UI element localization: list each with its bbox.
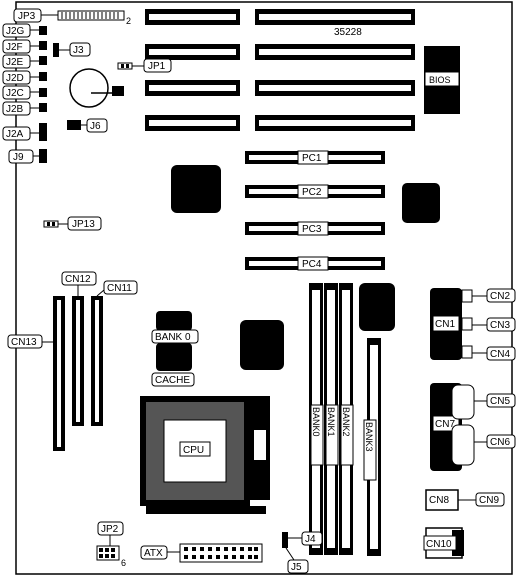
cn11-label: CN11 [107,283,132,294]
jp1-jumper [117,62,133,70]
isa-slots [145,9,415,131]
cn4-label: CN4 [490,349,510,360]
cache-chip-bottom [156,343,192,371]
j6-header [67,120,81,130]
left-jumper-column: J2G J2F J2E J2D J2C J2B J2A J9 [2,23,47,164]
svg-text:J9: J9 [13,152,24,163]
dimm-bank-3: BANK3 [363,338,381,556]
jp3-pins [61,12,119,19]
svg-text:J2E: J2E [6,57,24,68]
cn9-label: CN9 [479,495,499,506]
svg-text:J2G: J2G [6,26,25,37]
cn5-label: CN5 [490,396,510,407]
svg-text:PC3: PC3 [302,224,322,235]
cn7-label: CN7 [435,419,455,430]
jp3-pin-label: 2 [126,16,131,26]
j6-label: J6 [90,121,101,132]
amp-label: AMP [251,400,261,420]
board-outline [15,1,513,575]
chipset-chip-4 [240,320,284,370]
cache-label-box [151,372,195,387]
atx-connector [179,543,263,563]
dimm-bank-2: BANK2 [339,283,354,555]
svg-text:J2A: J2A [6,129,24,140]
jp13-label: JP13 [72,219,95,230]
chipset-chip-2 [402,183,440,223]
atx-label: ATX [144,548,163,559]
bank0-label: BANK 0 [155,332,191,343]
svg-text:J2B: J2B [6,104,24,115]
svg-text:BANK1: BANK1 [326,407,336,437]
svg-text:BANK2: BANK2 [341,407,351,437]
jp13-jumper [43,220,59,228]
jp2-pin-label: 6 [121,558,126,568]
bios-label: BIOS [429,75,451,85]
jp13-label-box [67,216,102,231]
svg-text:J2F: J2F [6,42,23,53]
dimm-bank-0: BANK0 [309,283,324,555]
j5-label-box [287,559,309,574]
jp2-label: JP2 [101,524,119,535]
board-id: 35228 [334,27,362,38]
jp1-label: JP1 [148,61,166,72]
svg-text:J2C: J2C [6,88,24,99]
cn8-label: CN8 [429,495,449,506]
battery [69,68,109,108]
jp3-label: JP3 [18,11,36,22]
j3-header [53,43,59,57]
cn10-label: CN10 [426,539,452,550]
j4-label: J4 [305,534,316,545]
cn11-label-box [103,280,138,295]
cpu-label: CPU [183,445,204,456]
chipset-chip-3 [359,283,395,331]
jp1-label-box [143,58,172,73]
cn1-label: CN1 [435,319,455,330]
chipset-chip-1 [171,165,221,213]
cn6-label: CN6 [490,437,510,448]
cn12-label: CN12 [65,274,91,285]
cache-label: CACHE [155,375,190,386]
j4j5-header [282,532,288,548]
svg-text:J2D: J2D [6,73,24,84]
j3-label-box [69,42,91,57]
j6-label-box [86,118,108,133]
pci-slots: PC1 PC2 PC3 PC4 [245,150,385,271]
dimm-bank-1: BANK1 [324,283,339,555]
cn2-label: CN2 [490,291,510,302]
cn3-label: CN3 [490,320,510,331]
j3-label: J3 [73,45,84,56]
svg-text:PC2: PC2 [302,187,322,198]
cn12-label-box [61,271,97,286]
svg-text:PC4: PC4 [302,259,322,270]
svg-text:BANK3: BANK3 [364,422,374,452]
cache-chip-top [156,311,192,331]
cn13-label: CN13 [11,337,37,348]
j5-label: J5 [291,562,302,573]
svg-text:PC1: PC1 [302,153,322,164]
svg-text:BANK0: BANK0 [311,407,321,437]
